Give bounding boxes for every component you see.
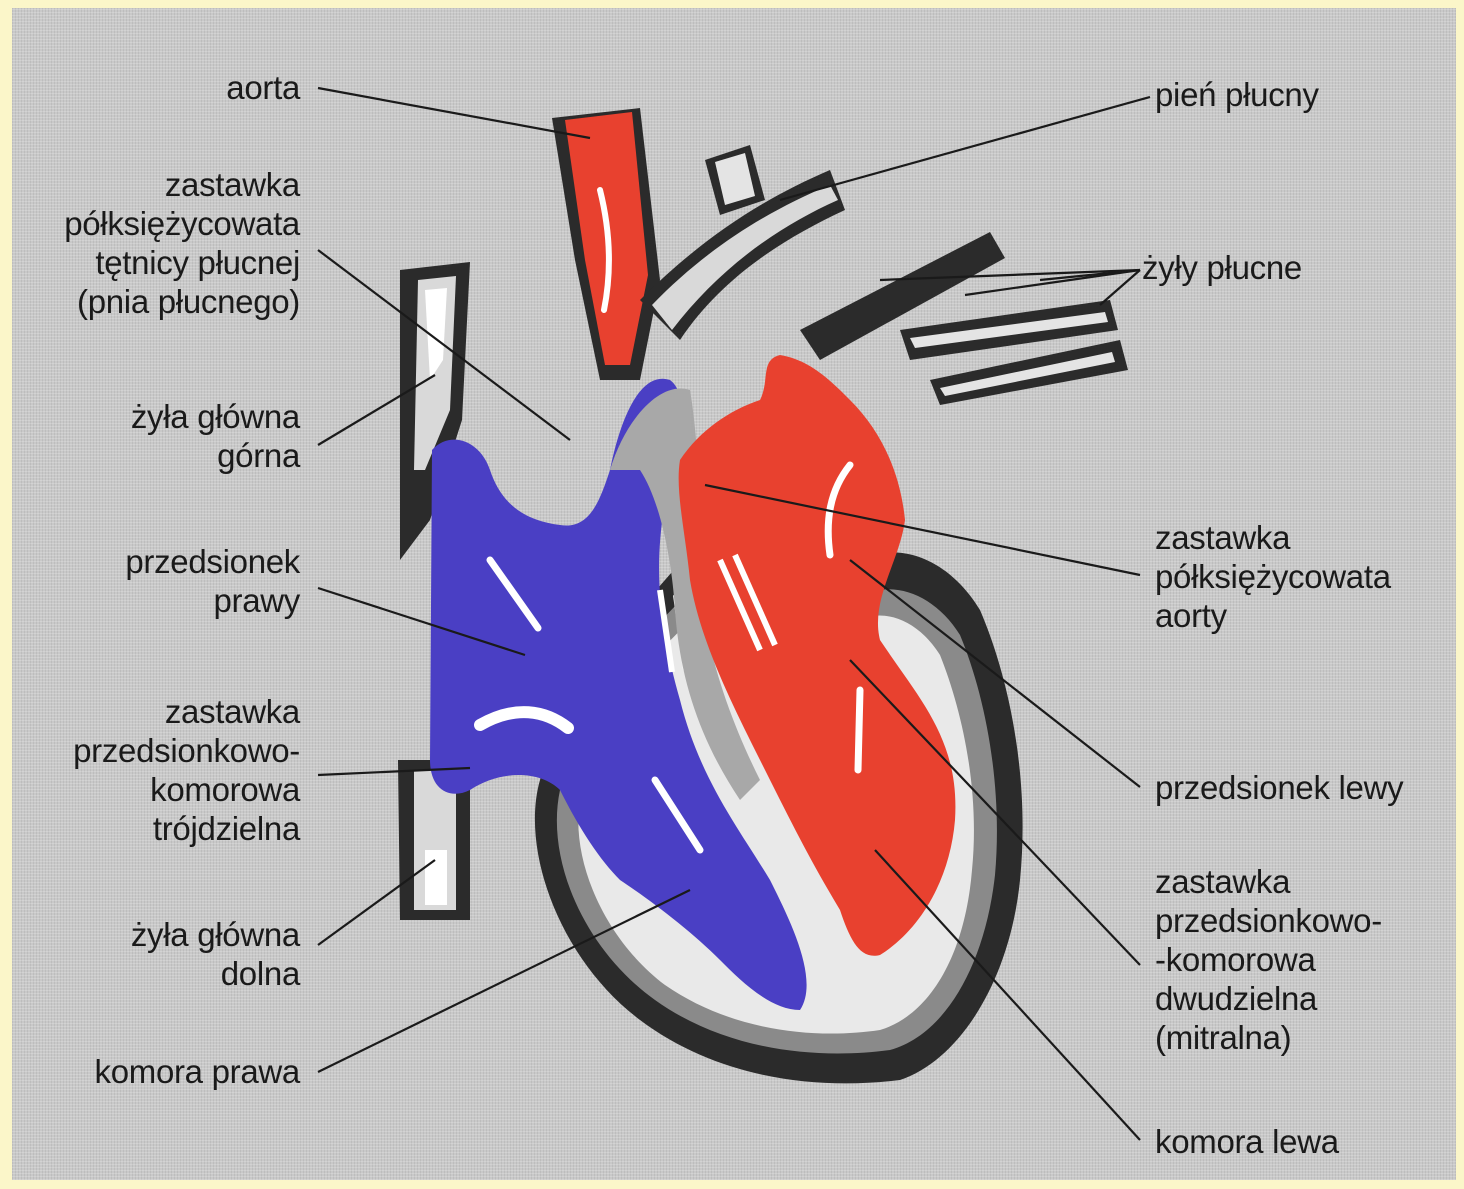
label-left-ventricle: komora lewa [1155, 1122, 1339, 1161]
label-pulmonary-veins: żyły płucne [1142, 248, 1302, 287]
label-right-ventricle: komora prawa [95, 1052, 301, 1091]
label-tricuspid-valve: zastawka przedsionkowo- komorowa trójdzi… [73, 692, 300, 848]
label-aorta: aorta [226, 68, 300, 107]
label-left-atrium: przedsionek lewy [1155, 768, 1403, 807]
label-pulmonary-trunk: pień płucny [1155, 75, 1319, 114]
label-mitral-valve: zastawka przedsionkowo- -komorowa dwudzi… [1155, 862, 1382, 1057]
label-superior-vena-cava: żyła główna górna [131, 397, 300, 475]
label-right-atrium: przedsionek prawy [125, 542, 300, 620]
label-aortic-valve: zastawka półksiężycowata aorty [1155, 518, 1391, 635]
label-inferior-vena-cava: żyła główna dolna [131, 915, 300, 993]
label-pulmonary-valve: zastawka półksiężycowata tętnicy płucnej… [64, 165, 300, 321]
